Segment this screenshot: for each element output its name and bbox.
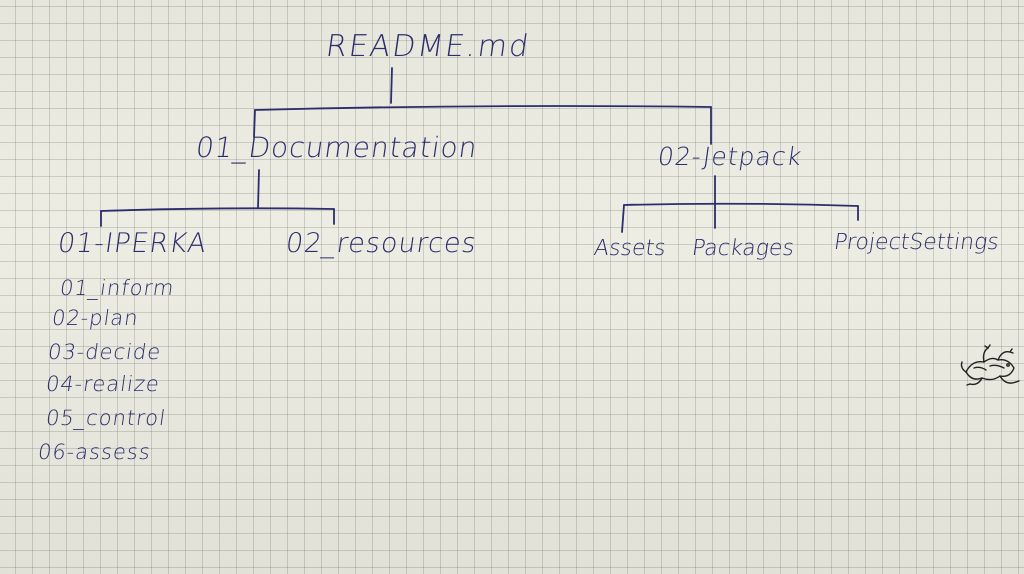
node-readme: README.md [323, 29, 533, 64]
ipereka-step: 01_inform [58, 276, 177, 300]
node-packages: Packages [690, 236, 796, 261]
node-assets: Assets [592, 236, 668, 261]
gecko-icon [960, 344, 1020, 386]
connector-to-assets [621, 204, 625, 233]
ipereka-step: 04-realize [44, 372, 162, 396]
connector-jetpack-bar [623, 202, 859, 207]
ipereka-step: 05_control [44, 406, 168, 430]
connector-documentation-bar [100, 207, 335, 212]
node-jetpack: 02-Jetpack [655, 142, 805, 171]
ipereka-step: 06-assess [36, 440, 153, 464]
node-ipereka: 01-IPERKA [55, 228, 210, 259]
connector-documentation-stem [257, 169, 260, 209]
ipereka-step: 02-plan [50, 306, 141, 330]
connector-root-bar [254, 105, 712, 111]
ipereka-step: 03-decide [46, 340, 163, 364]
connector-root-stem [390, 67, 393, 104]
node-resources: 02_resources [283, 228, 479, 259]
node-documentation: 01_Documentation [193, 131, 480, 164]
connector-to-documentation [253, 109, 256, 138]
node-projectsettings: ProjectSettings [832, 230, 1001, 255]
